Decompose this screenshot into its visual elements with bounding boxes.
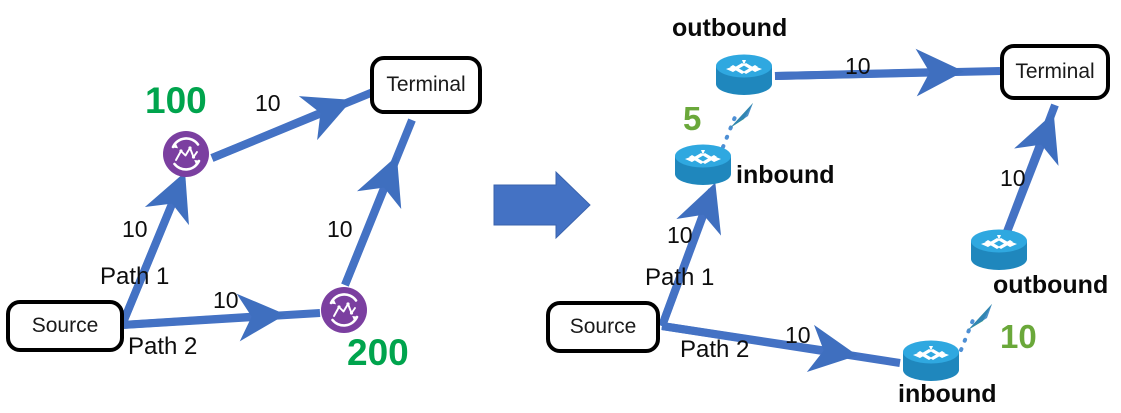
measurement-arrow-top [721, 103, 753, 149]
purple-monitor-glyph [163, 131, 209, 177]
left-source-label: Source [31, 314, 99, 337]
router-icon-p2-inbound[interactable] [900, 336, 962, 386]
left-path1-label: Path 1 [100, 263, 170, 290]
right-measurement-top-value: 5 [683, 100, 702, 137]
purple-monitor-icon-top[interactable] [162, 130, 210, 178]
measurement-arrow-bottom [959, 304, 992, 352]
link-source-to-probe-top [118, 171, 189, 327]
purple-monitor-icon-bottom[interactable] [320, 286, 368, 334]
left-edge-label-source-to-probe-top: 10 [122, 216, 148, 242]
right-terminal-label: Terminal [1015, 60, 1095, 83]
router-glyph [903, 340, 959, 381]
left-terminal-box[interactable]: Terminal [370, 56, 482, 114]
right-path1-label: Path 1 [645, 264, 715, 291]
left-edge-label-probe-bottom-to-terminal: 10 [327, 216, 353, 242]
link-source-to-inbound-top [658, 182, 722, 328]
left-path2-label: Path 2 [128, 333, 198, 360]
link-source-to-inbound-bottom [661, 322, 901, 373]
right-terminal-box[interactable]: Terminal [1000, 44, 1110, 100]
left-probe-top-value: 100 [145, 80, 207, 121]
block-arrow-right [493, 170, 591, 240]
right-edge-label-source-to-inbound-bottom: 10 [785, 322, 811, 348]
router-icon-p2-outbound[interactable] [968, 225, 1030, 275]
right-source-label: Source [569, 315, 637, 338]
right-edge-label-outbound-bottom-to-terminal: 10 [1000, 165, 1026, 191]
right-p2-inbound-label: inbound [898, 380, 997, 408]
right-p1-outbound-label: outbound [672, 14, 788, 42]
left-source-box[interactable]: Source [6, 300, 124, 352]
right-source-box[interactable]: Source [546, 301, 660, 353]
link-source-to-probe-bottom [121, 293, 321, 342]
router-glyph [716, 54, 772, 95]
router-icon-p1-outbound[interactable] [713, 50, 775, 100]
right-edge-label-source-to-inbound-top: 10 [667, 222, 693, 248]
link-probe-top-to-terminal [210, 86, 380, 162]
left-edge-label-source-to-probe-bottom: 10 [213, 287, 239, 313]
right-p2-outbound-label: outbound [993, 271, 1109, 299]
right-path2-label: Path 2 [680, 336, 750, 363]
left-terminal-label: Terminal [386, 73, 466, 96]
link-probe-bottom-to-terminal [341, 118, 416, 287]
purple-monitor-glyph [321, 287, 367, 333]
link-outbound-top-to-terminal [774, 48, 1001, 97]
left-edge-label-probe-top-to-terminal: 10 [255, 90, 281, 116]
left-probe-bottom-value: 200 [347, 332, 409, 373]
right-edge-label-outbound-top-to-terminal: 10 [845, 53, 871, 79]
right-p1-inbound-label: inbound [736, 161, 835, 189]
right-measurement-bottom-value: 10 [1000, 318, 1037, 355]
router-glyph [675, 144, 731, 185]
router-glyph [971, 229, 1027, 270]
router-icon-p1-inbound[interactable] [672, 140, 734, 190]
